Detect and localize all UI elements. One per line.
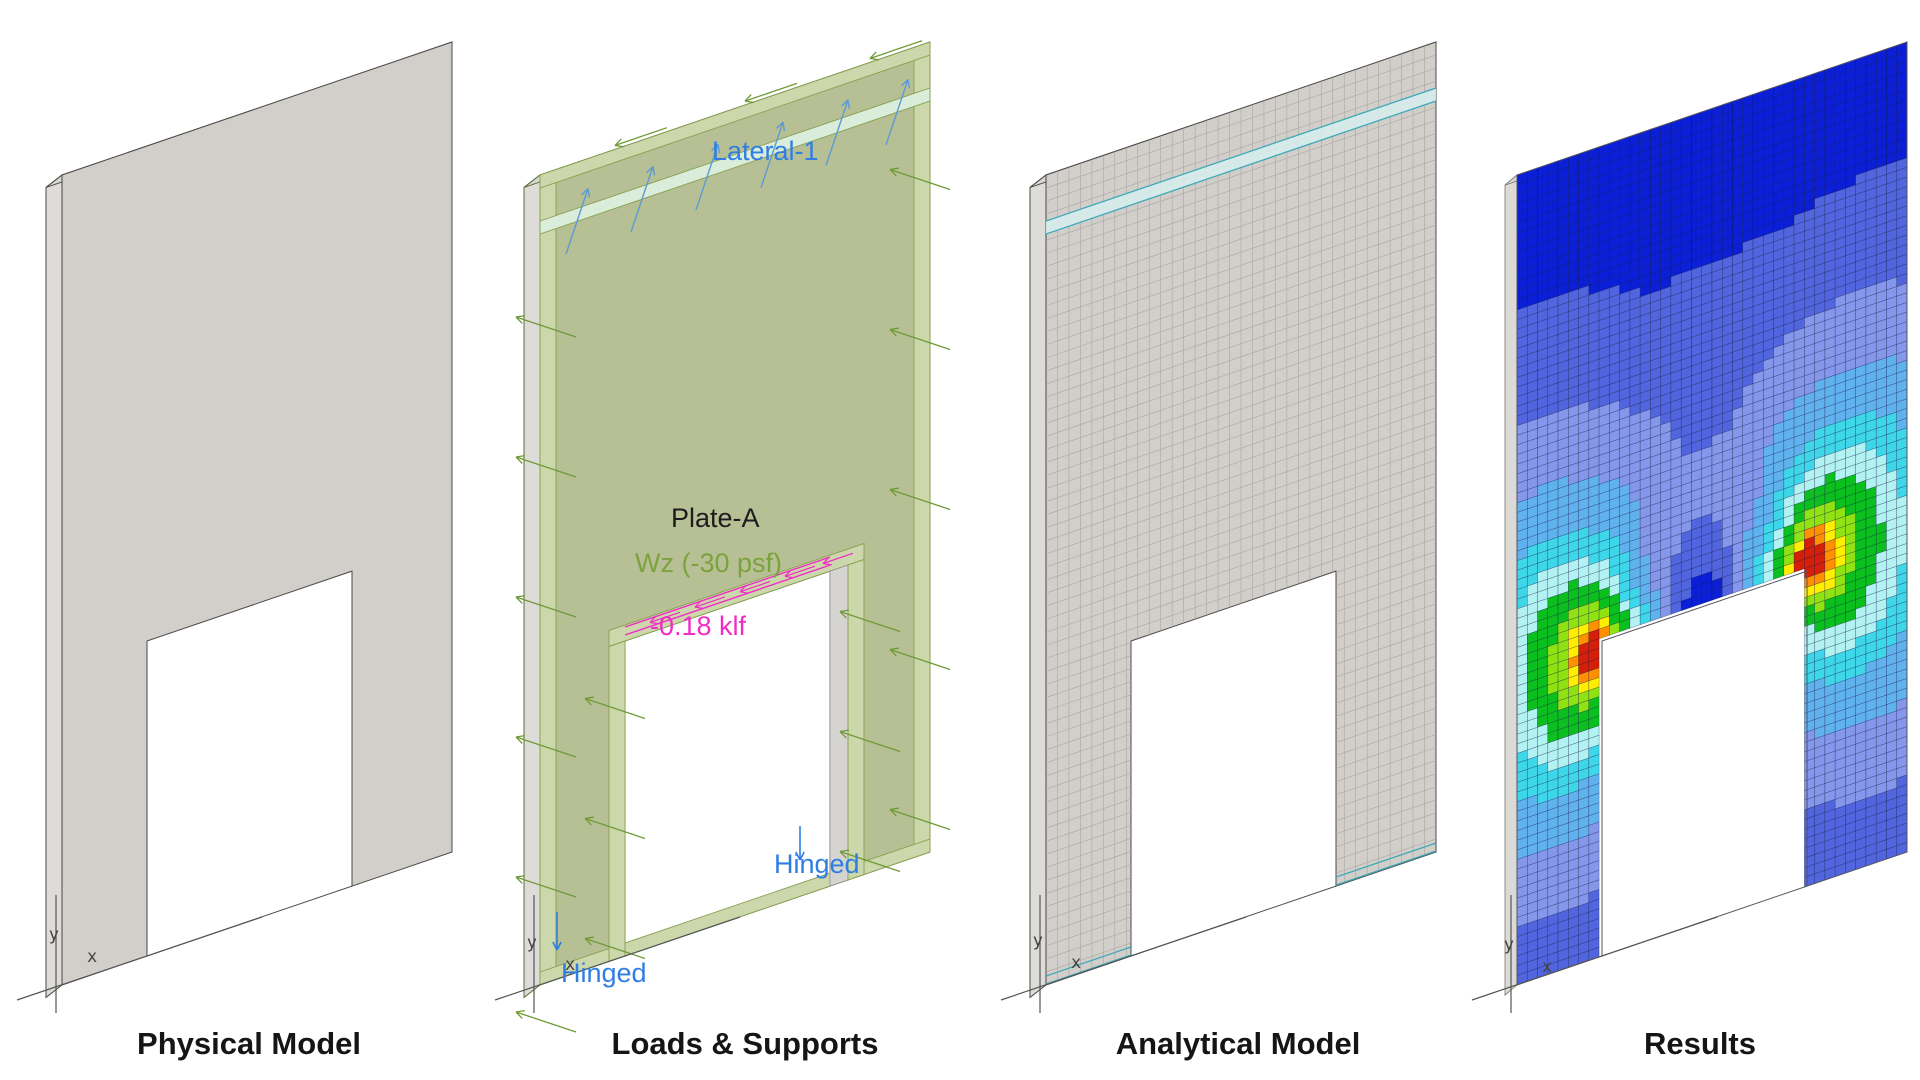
hinged-support-icons [552,826,805,951]
axis-y-label-analytical: y [1033,931,1043,951]
panel-title-analytical: Analytical Model [1115,1026,1361,1061]
axis-x-label-results: x [1542,957,1552,977]
axis-y-label-results: y [1504,935,1514,955]
wall-side-face [1504,174,1518,996]
annotation-layer: Lateral-1 Plate-A Wz (-30 psf) -0.18 klf… [49,136,1553,988]
line-load-glyphs [624,552,854,636]
axis-x-label-loads: x [565,955,575,975]
results-contour-view [1471,41,1908,1013]
physical-model-view [16,41,453,1013]
plate-label: Plate-A [671,503,760,533]
loads-supports-view [494,40,951,1033]
wall-side-face [1029,173,1047,999]
panel-title-results: Results [1644,1026,1756,1061]
lateral-load-label: Lateral-1 [712,136,819,166]
axis-x-label-physical: x [87,947,97,967]
axis-y-label-loads: y [527,933,537,953]
edge-load-arrows [515,40,951,1033]
ground-line [1471,916,1718,1001]
area-load-label: Wz (-30 psf) [635,548,782,578]
axis-x-label-analytical: x [1071,953,1081,973]
wall-side-face [523,173,541,999]
hinged-right-label: Hinged [774,849,860,879]
ground-line [494,916,741,1001]
panel-title-physical: Physical Model [137,1026,361,1061]
lateral-load-arrows [565,79,911,255]
line-load-label: -0.18 klf [650,611,747,641]
panel-title-loads: Loads & Supports [611,1026,879,1061]
axis-y-label-physical: y [49,925,59,945]
ground-line [16,916,263,1001]
lateral-load-strip [539,87,931,235]
wall-side-face [45,173,63,999]
wall-outline [1516,41,1908,986]
hinged-bottom-label: Hinged [561,958,647,988]
contour-mesh-cells [1516,41,1908,986]
wall-front-face [61,41,453,986]
ground-line [1000,916,1247,1001]
analytical-model-view [1000,41,1437,1013]
